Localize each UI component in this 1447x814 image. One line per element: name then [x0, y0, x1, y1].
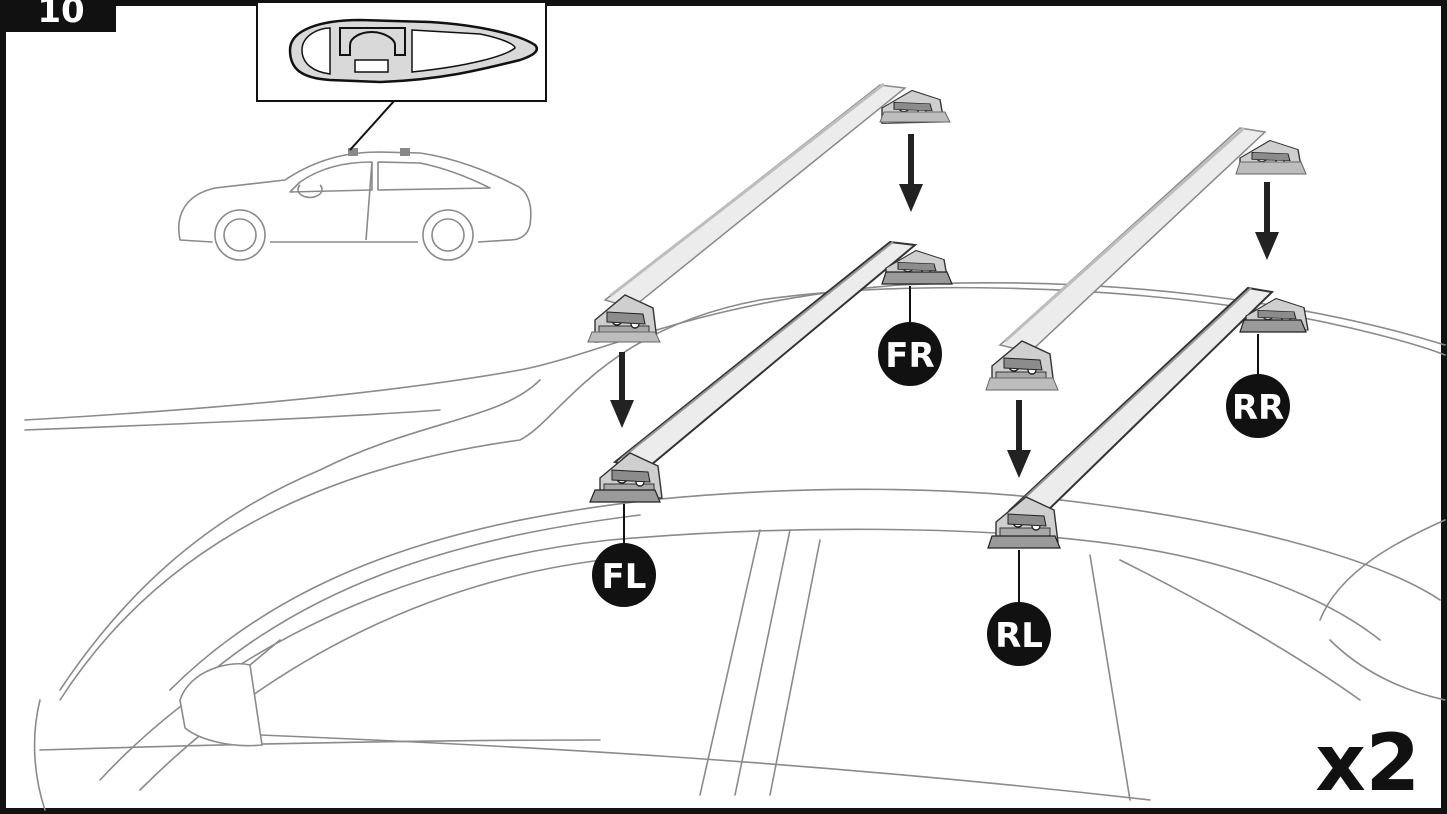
car-side-icon — [178, 148, 532, 261]
front-bar-before — [587, 82, 951, 343]
arrow-front-left — [610, 352, 634, 428]
label-rr-text: RR — [1232, 388, 1284, 428]
step-badge: 10 — [6, 0, 116, 32]
front-bar-installed — [589, 240, 953, 503]
label-fl: FL — [592, 504, 656, 607]
label-fr: FR — [878, 286, 942, 386]
label-fr-text: FR — [885, 336, 934, 376]
label-rl-text: RL — [995, 616, 1043, 656]
rear-bar-before — [985, 126, 1307, 391]
rear-bar-installed — [987, 286, 1309, 549]
bar-profile-callout — [256, 1, 547, 102]
bar-profile-icon — [288, 18, 539, 84]
label-rr: RR — [1226, 334, 1290, 438]
down-arrow-icon — [610, 134, 1279, 478]
arrow-rear-right — [1255, 182, 1279, 260]
quantity-multiplier: x2 — [1315, 719, 1420, 809]
step-number: 10 — [37, 0, 84, 31]
label-rl: RL — [987, 550, 1051, 666]
label-fl-text: FL — [602, 557, 647, 597]
arrow-rear-left — [1007, 400, 1031, 478]
arrow-front-right — [899, 134, 923, 212]
